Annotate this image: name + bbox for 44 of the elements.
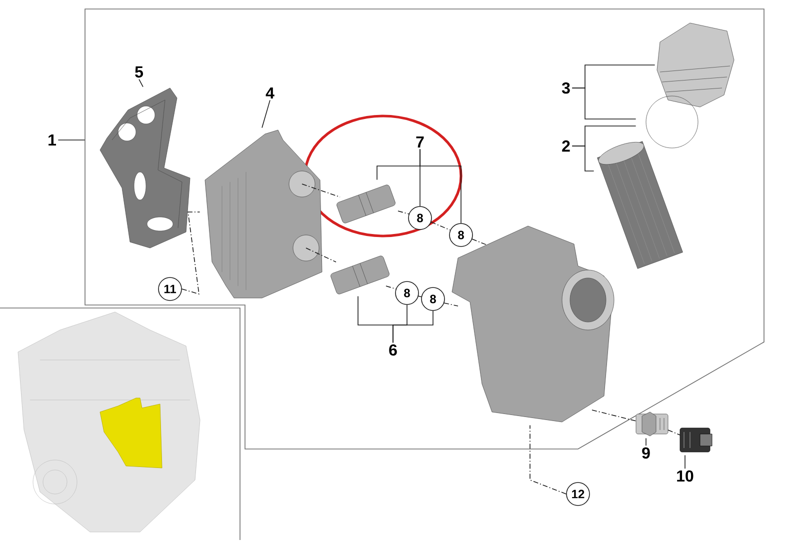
leader-line [138,78,144,88]
callout-number: 1 [48,134,56,146]
filter-cap-drawing [656,22,734,108]
circled-callout-number: 11 [158,277,182,301]
circled-callout-number: 12 [566,482,590,506]
leader-line [262,100,270,128]
leader-line [572,88,636,120]
center-line [668,430,680,436]
circled-callout-number: 8 [408,206,432,230]
center-line [398,210,410,214]
sensor-drawing [636,412,668,436]
circled-callout-number: 8 [449,223,473,247]
circled-callout-number: 8 [395,281,419,305]
circled-callout-number: 8 [421,287,445,311]
callout-number: 9 [642,447,650,459]
gasket-drawing [100,88,190,248]
o-ring-drawing [646,96,698,148]
center-line [386,286,396,290]
leader-line [684,454,686,470]
oil-cooler-drawing [204,130,322,298]
center-line [592,410,636,422]
leader-line [182,212,200,295]
callout-number: 5 [135,66,144,78]
bushing-drawing [336,184,396,224]
callout-number: 7 [416,136,424,148]
callout-number: 2 [562,140,570,152]
center-line [430,222,450,230]
center-line [306,248,336,262]
center-line [418,296,422,298]
leader-line [572,146,594,172]
callout-number: 6 [389,344,397,356]
center-line [444,302,458,306]
callout-number: 3 [562,82,570,94]
callout-number: 10 [677,470,694,482]
leader-line [420,148,462,224]
filter-housing-drawing [452,226,614,422]
leader-line [530,424,566,494]
filter-element-drawing [597,141,683,269]
center-line [472,238,488,246]
connector-drawing [680,428,712,452]
center-line [302,184,340,198]
callout-number: 4 [266,88,274,98]
leader-line [392,310,434,344]
bushing-drawing [330,256,390,294]
